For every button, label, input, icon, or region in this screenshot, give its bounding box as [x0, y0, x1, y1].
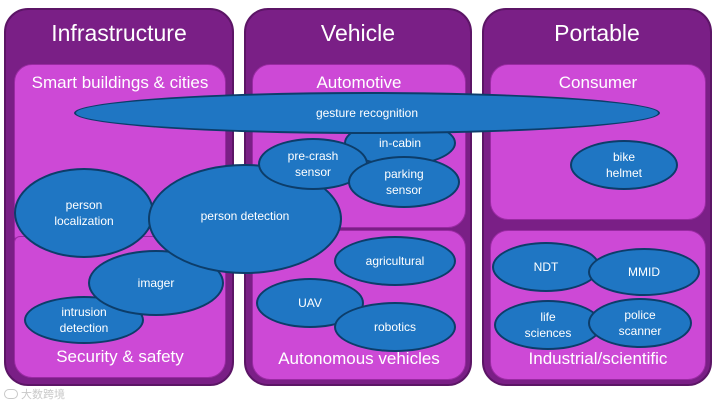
- section-label-security-safety: Security & safety: [56, 347, 184, 366]
- bubble-police-scanner: police scanner: [588, 298, 692, 348]
- section-label-consumer: Consumer: [558, 73, 638, 92]
- column-title-vehicle: Vehicle: [320, 20, 396, 46]
- bubble-person-localization: person localization: [14, 168, 154, 258]
- bubble-mmid: MMID: [588, 248, 700, 296]
- bubble-robotics: robotics: [334, 302, 456, 352]
- bubble-agricultural: agricultural: [334, 236, 456, 286]
- bubble-ndt: NDT: [492, 242, 600, 292]
- watermark-logo-icon: [4, 389, 18, 399]
- bubble-bike-helmet: bike helmet: [570, 140, 678, 190]
- column-title-infrastructure: Infrastructure: [51, 20, 187, 46]
- section-label-automotive: Automotive: [316, 73, 402, 92]
- bubble-life-sciences: life sciences: [494, 300, 602, 350]
- bubble-parking-sensor: parking sensor: [348, 156, 460, 208]
- section-label-smart-buildings: Smart buildings & cities: [31, 73, 209, 92]
- watermark-text: 大数跨境: [21, 389, 65, 401]
- watermark: 大数跨境: [4, 386, 65, 402]
- bubble-gesture-recognition: gesture recognition: [74, 92, 660, 134]
- column-title-portable: Portable: [554, 20, 640, 46]
- section-label-autonomous-vehicles: Autonomous vehicles: [278, 349, 440, 368]
- section-label-industrial-scientific: Industrial/scientific: [528, 349, 668, 368]
